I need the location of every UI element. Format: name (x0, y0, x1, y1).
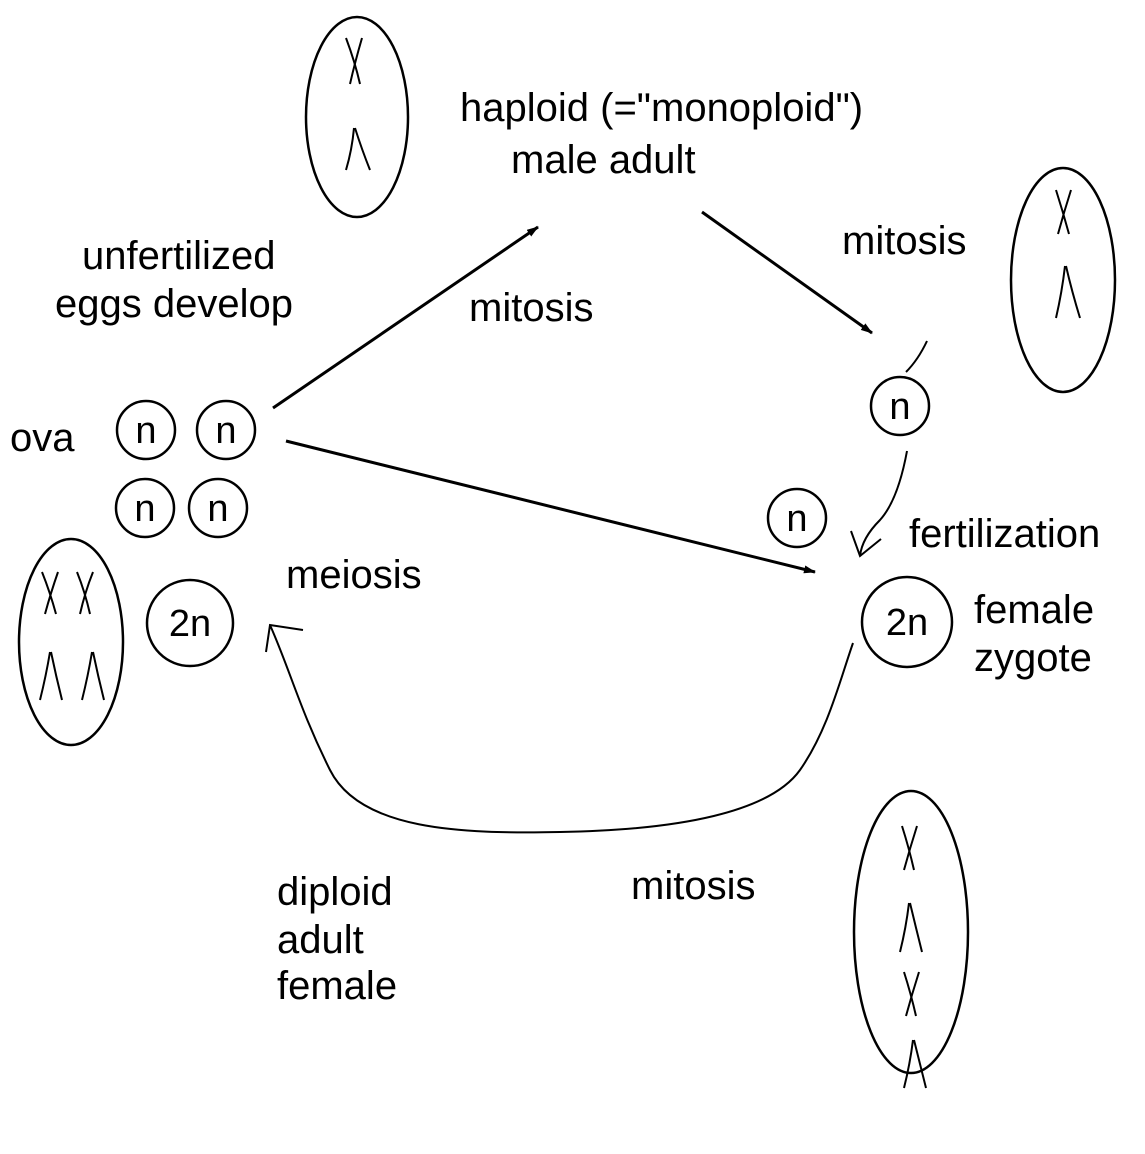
ovum-ploidy-label: n (135, 410, 156, 452)
chromosome-x-icon (902, 826, 917, 870)
mother-cell-chromosome-oval (19, 539, 123, 745)
male-adult-chromosome-oval (306, 17, 408, 217)
mitosis-label: mitosis (469, 284, 593, 332)
mother-cell: 2n (147, 580, 233, 666)
ovum-cell: n (116, 479, 174, 537)
mitosis-label: mitosis (631, 862, 755, 910)
diploid-female-label-line3: female (277, 962, 397, 1010)
female-adult-chromosome-oval (854, 791, 968, 1088)
unfertilized-label-line2: eggs develop (55, 280, 293, 328)
fertilization-arrow (851, 451, 907, 556)
ovum-cell: n (197, 401, 255, 459)
fertilization-label: fertilization (909, 510, 1100, 558)
sperm-tail-line (906, 341, 927, 372)
ovum-cell: n (189, 479, 247, 537)
female-development-arrow (266, 625, 853, 832)
ovum-ploidy-label: n (207, 488, 228, 530)
zygote-cell: 2n (862, 577, 952, 667)
chromosome-lambda-icon (82, 652, 104, 700)
egg-ploidy-label: n (786, 498, 807, 540)
chromosome-lambda-icon (904, 1040, 926, 1088)
chromosome-lambda-icon (346, 128, 370, 170)
meiosis-label: meiosis (286, 551, 422, 599)
female-zygote-label-line1: female (974, 586, 1094, 634)
chromosome-lambda-icon (900, 903, 922, 952)
diploid-female-label-line1: diploid (277, 868, 393, 916)
ovum-cell: n (117, 401, 175, 459)
sperm-chromosome-oval (1011, 168, 1115, 392)
sperm-ploidy-label: n (889, 386, 910, 428)
chromosome-x-icon (77, 572, 93, 614)
ovum-ploidy-label: n (215, 410, 236, 452)
chromosome-x-icon (42, 572, 58, 614)
zygote-ploidy-label: 2n (886, 602, 928, 644)
chromosome-lambda-icon (40, 652, 62, 700)
chromosome-lambda-icon (1056, 266, 1080, 318)
chromosome-x-icon (904, 972, 919, 1016)
egg-cell: n (768, 489, 826, 547)
haploid-male-label-line2: male adult (511, 136, 696, 184)
mitosis-label: mitosis (842, 217, 966, 265)
haploid-male-label-line1: haploid (="monoploid") (460, 84, 863, 132)
sperm-cell: n (871, 377, 929, 435)
ovum-ploidy-label: n (134, 488, 155, 530)
chromosome-x-icon (1056, 190, 1071, 234)
chromosome-x-icon (346, 38, 362, 84)
mother-cell-ploidy-label: 2n (169, 603, 211, 645)
diploid-female-label-line2: adult (277, 916, 364, 964)
female-zygote-label-line2: zygote (974, 634, 1092, 682)
ova-label: ova (10, 414, 75, 462)
unfertilized-label-line1: unfertilized (82, 232, 275, 280)
